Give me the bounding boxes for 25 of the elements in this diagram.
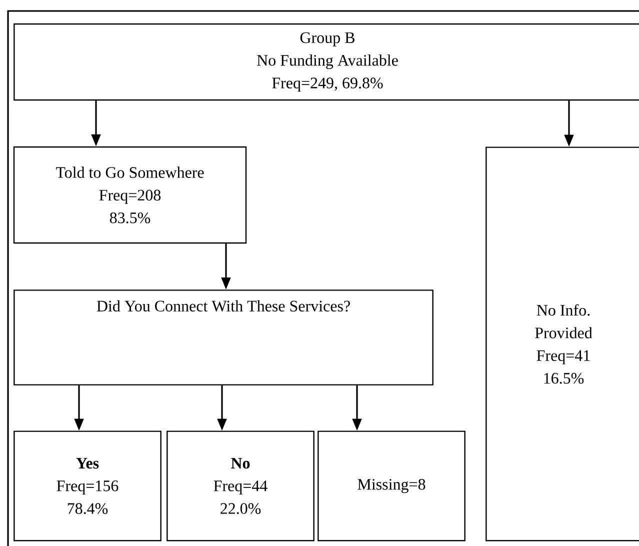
box: [318, 430, 466, 542]
node-label: Did You Connect With These Services?: [96, 300, 350, 312]
node-label: 22.0%: [220, 503, 261, 514]
box: [14, 290, 434, 386]
node-label: Missing=8: [358, 478, 426, 494]
box: [14, 430, 162, 542]
box: [13, 146, 247, 244]
node-label: Told to Go Somewhere: [56, 166, 204, 178]
node-label: Freq=41: [536, 350, 590, 364]
node-label: Freq=156: [56, 480, 118, 495]
box: [486, 146, 639, 542]
node-label: Provided: [535, 327, 592, 338]
node-label: Yes: [76, 458, 99, 469]
node-label: Freq=44: [214, 480, 268, 495]
node-label: Group B: [300, 32, 354, 46]
node-label: No Funding Available: [257, 54, 398, 70]
node-label: No: [231, 458, 250, 469]
box: [166, 430, 314, 542]
node-label: 78.4%: [68, 503, 108, 514]
node-label: Freq=249, 69.8%: [272, 78, 383, 92]
node-label: 16.5%: [544, 372, 584, 384]
node-label: Freq=208: [99, 190, 161, 204]
node-label: No Info.: [536, 304, 590, 316]
node-label: 83.5%: [110, 212, 150, 224]
box: [14, 23, 639, 101]
